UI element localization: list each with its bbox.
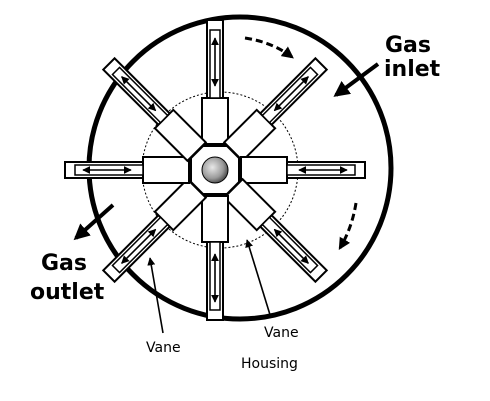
vane-housing-label-line1: Vane <box>264 325 299 341</box>
vane-assembly <box>64 156 190 184</box>
vane-label: Vane <box>146 340 181 356</box>
gas-inlet-label-line2: inlet <box>384 57 441 82</box>
gas-outlet-label-line1: Gas <box>41 251 87 276</box>
gas-outlet-label-line2: outlet <box>30 280 105 305</box>
vane-housing-label-line2: Housing <box>241 356 298 372</box>
vane-assembly <box>201 19 229 145</box>
vane-slot <box>142 156 190 184</box>
gas-inlet-arrow <box>333 62 380 97</box>
gas-inlet-label-line1: Gas <box>385 33 431 58</box>
gas-outlet-arrow <box>73 203 115 241</box>
vane-assembly <box>101 56 208 163</box>
vane-assembly <box>222 177 329 284</box>
vane-assembly <box>101 177 208 284</box>
vane-slot <box>240 156 288 184</box>
vane-slot <box>201 97 229 145</box>
vane-slot <box>201 195 229 243</box>
vane-motion-arrow <box>273 228 309 264</box>
vane-motion-arrow <box>273 76 309 112</box>
shaft <box>201 156 229 184</box>
vane-pointer <box>147 257 164 334</box>
rotation-arrow-top <box>244 36 294 59</box>
vane-assembly <box>201 195 229 321</box>
vane-motion-arrow <box>121 76 157 112</box>
vanes-group <box>64 19 366 321</box>
vane-housing-pointer <box>245 239 272 319</box>
vane-motion-arrow <box>121 228 157 264</box>
vane-assembly <box>240 156 366 184</box>
rotation-arrow-right <box>338 202 358 251</box>
